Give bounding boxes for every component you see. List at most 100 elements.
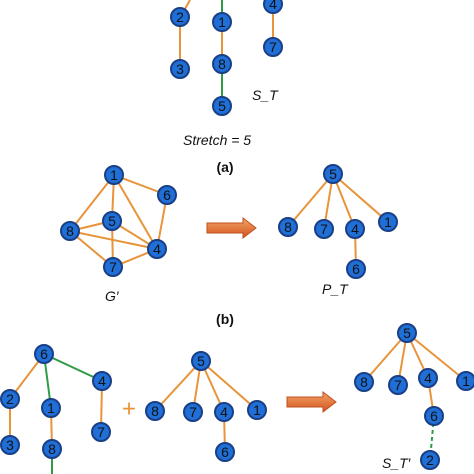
edge-g-1-8 (69, 174, 115, 232)
node-p-5: 5 (323, 164, 343, 184)
node-r-1: 1 (456, 371, 474, 391)
node-c-6: 6 (34, 344, 54, 364)
edge-g-1-4 (113, 174, 158, 250)
node-m-1: 1 (247, 400, 267, 420)
node-c-3: 3 (0, 435, 20, 455)
svg-text:4: 4 (153, 241, 161, 257)
edge-r-5-8 (363, 332, 408, 383)
node-g-5: 5 (102, 211, 122, 231)
node-p-8: 8 (278, 217, 298, 237)
node-g-7: 7 (103, 257, 123, 277)
node-p-7: 7 (314, 219, 334, 239)
node-m-4: 4 (214, 402, 234, 422)
svg-text:1: 1 (47, 400, 55, 416)
svg-text:4: 4 (269, 0, 277, 12)
panel-label-b: (b) (216, 311, 234, 327)
node-r-4: 4 (418, 368, 438, 388)
svg-text:7: 7 (109, 259, 117, 275)
node-c-1: 1 (41, 398, 61, 418)
svg-text:8: 8 (48, 441, 56, 457)
svg-text:4: 4 (220, 404, 228, 420)
edge-g-8-4 (69, 230, 158, 250)
svg-text:5: 5 (108, 213, 116, 229)
svg-text:1: 1 (110, 167, 118, 183)
svg-text:6: 6 (40, 346, 48, 362)
node-g-8: 8 (60, 221, 80, 241)
node-c-8: 8 (42, 439, 62, 459)
tree-name-s-t: S_T (252, 87, 279, 103)
node-p-4: 4 (345, 219, 365, 239)
node-c-2: 2 (0, 389, 20, 409)
svg-text:6: 6 (163, 187, 171, 203)
node-a-5: 5 (212, 96, 232, 116)
node-a-7: 7 (263, 37, 283, 57)
svg-text:7: 7 (394, 377, 402, 393)
node-r-8: 8 (354, 372, 374, 392)
edge-p-5-1 (332, 173, 389, 223)
edge-m-5-1 (200, 360, 258, 411)
node-a-8: 8 (212, 54, 232, 74)
tree-name-p-t: P_T (322, 281, 349, 297)
tree-name-s-t-prime: S_T′ (382, 455, 412, 471)
node-a-1: 1 (212, 12, 232, 32)
svg-text:2: 2 (426, 452, 434, 468)
node-a-4: 4 (263, 0, 283, 14)
node-g-1: 1 (104, 165, 124, 185)
svg-text:6: 6 (352, 261, 360, 277)
svg-text:7: 7 (269, 39, 277, 55)
svg-text:6: 6 (221, 444, 229, 460)
svg-text:4: 4 (351, 221, 359, 237)
node-m-5: 5 (191, 351, 211, 371)
edge-p-5-8 (287, 173, 334, 228)
node-g-6: 6 (157, 185, 177, 205)
arrow-icon (286, 390, 337, 414)
svg-text:8: 8 (151, 403, 159, 419)
arrow-icon (206, 216, 257, 240)
svg-text:6: 6 (430, 408, 438, 424)
node-a-2: 2 (170, 7, 190, 27)
svg-text:3: 3 (6, 437, 14, 453)
edge-m-5-8 (154, 360, 202, 412)
svg-text:3: 3 (176, 61, 184, 77)
svg-text:4: 4 (98, 373, 106, 389)
node-g-4: 4 (147, 239, 167, 259)
stretch-caption: Stretch = 5 (183, 132, 251, 148)
edge-r-5-1 (406, 332, 467, 382)
svg-text:5: 5 (197, 353, 205, 369)
node-r-6: 6 (424, 406, 444, 426)
svg-text:8: 8 (218, 56, 226, 72)
node-p-6: 6 (346, 259, 366, 279)
node-c-7: 7 (91, 422, 111, 442)
svg-text:2: 2 (6, 391, 14, 407)
node-c-4: 4 (92, 371, 112, 391)
svg-text:8: 8 (360, 374, 368, 390)
panel-b: 1 6 8 5 4 7 5 8 7 4 1 6 G′ P_T (b) (60, 164, 398, 327)
svg-text:8: 8 (66, 223, 74, 239)
svg-text:5: 5 (218, 98, 226, 114)
node-a-3: 3 (170, 59, 190, 79)
node-r-7: 7 (388, 375, 408, 395)
node-m-6: 6 (215, 442, 235, 462)
graph-name-g-prime: G′ (105, 288, 120, 304)
svg-text:1: 1 (384, 214, 392, 230)
node-r-2: 2 (420, 450, 440, 470)
node-m-7: 7 (183, 402, 203, 422)
panel-a: 2 1 4 3 8 7 5 S_T Stretch = 5 (a) (170, 0, 283, 175)
svg-text:4: 4 (424, 370, 432, 386)
node-p-1: 1 (378, 212, 398, 232)
svg-text:1: 1 (218, 14, 226, 30)
edge-c-6-4 (43, 353, 103, 382)
svg-text:1: 1 (253, 402, 261, 418)
plus-sign: + (122, 396, 136, 423)
svg-text:5: 5 (329, 166, 337, 182)
svg-text:5: 5 (403, 325, 411, 341)
svg-text:7: 7 (97, 424, 105, 440)
svg-text:7: 7 (189, 404, 197, 420)
svg-text:7: 7 (320, 221, 328, 237)
svg-text:8: 8 (284, 219, 292, 235)
svg-text:2: 2 (176, 9, 184, 25)
svg-text:1: 1 (462, 373, 470, 389)
node-r-5: 5 (397, 323, 417, 343)
panel-label-a: (a) (216, 159, 233, 175)
